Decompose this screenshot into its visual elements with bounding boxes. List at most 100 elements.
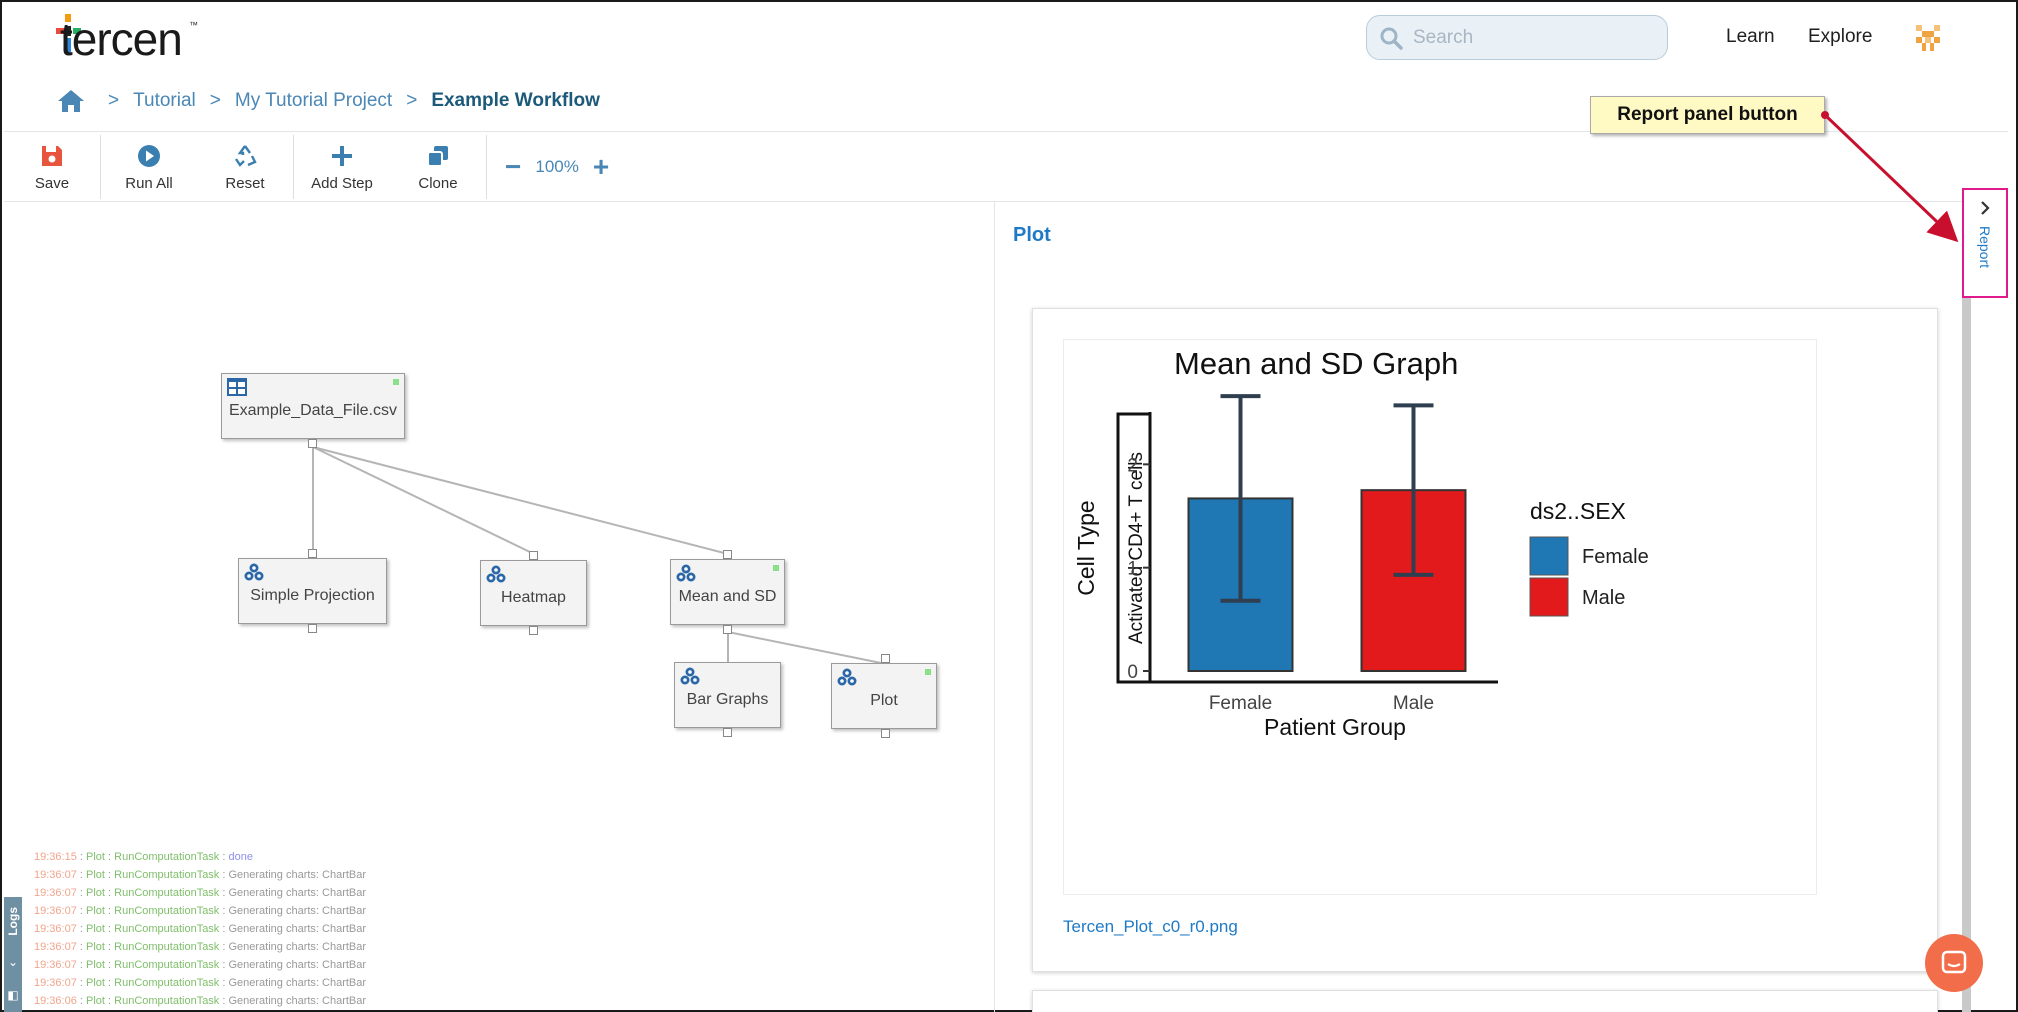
plot-file-link[interactable]: Tercen_Plot_c0_r0.png bbox=[1063, 917, 1238, 936]
log-field: Plot bbox=[86, 887, 105, 899]
breadcrumb-tutorial[interactable]: Tutorial bbox=[133, 90, 196, 111]
report-panel-title: Plot bbox=[1013, 224, 1051, 246]
log-field: 19:36:07 bbox=[34, 887, 77, 899]
log-line: 19:36:07 : Plot : RunComputationTask : G… bbox=[34, 956, 366, 974]
search-icon bbox=[1380, 27, 1403, 50]
search-box[interactable] bbox=[1366, 15, 1668, 60]
log-field: 19:36:15 bbox=[34, 851, 77, 863]
save-button[interactable]: Save bbox=[4, 133, 100, 201]
log-field: : bbox=[76, 923, 86, 935]
report-scrollbar[interactable] bbox=[1962, 220, 1971, 1012]
log-field: : bbox=[76, 869, 86, 881]
log-field: done bbox=[228, 851, 253, 863]
output-port[interactable] bbox=[308, 439, 317, 448]
log-line: 19:36:15 : Plot : RunComputationTask : d… bbox=[34, 848, 366, 866]
input-port[interactable] bbox=[529, 551, 538, 560]
log-line: 19:36:07 : Plot : RunComputationTask : G… bbox=[34, 920, 366, 938]
input-port[interactable] bbox=[308, 549, 317, 558]
save-icon bbox=[42, 146, 62, 166]
log-field: Plot bbox=[86, 851, 105, 863]
log-field: Generating charts: ChartBar bbox=[228, 959, 367, 971]
run-all-button[interactable]: Run All bbox=[101, 133, 197, 201]
tercen-logo[interactable]: tercen ™ bbox=[56, 13, 206, 65]
report-panel-button[interactable]: Report bbox=[1962, 188, 2008, 298]
log-field: Plot bbox=[86, 977, 105, 989]
pin-icon: ◧ bbox=[7, 988, 19, 1003]
chart-title: Mean and SD Graph bbox=[1174, 346, 1458, 381]
y-axis-label: Cell Type bbox=[1073, 500, 1099, 595]
log-field: RunComputationTask bbox=[114, 851, 220, 863]
logs-tab[interactable]: Logs ⌄ ◧ bbox=[4, 897, 22, 1012]
home-icon[interactable] bbox=[56, 88, 86, 114]
output-port[interactable] bbox=[881, 729, 890, 738]
log-field: 19:36:06 bbox=[34, 995, 77, 1007]
log-field: : bbox=[219, 977, 229, 989]
status-dot bbox=[925, 669, 931, 675]
node-simple-projection[interactable]: Simple Projection bbox=[238, 558, 387, 624]
log-field: : bbox=[219, 869, 229, 881]
node-data-file[interactable]: Example_Data_File.csv bbox=[221, 373, 405, 439]
operator-icon bbox=[486, 565, 506, 583]
nav-learn-link[interactable]: Learn bbox=[1726, 26, 1775, 47]
log-field: Generating charts: ChartBar bbox=[228, 977, 367, 989]
log-field: : bbox=[104, 923, 115, 935]
log-field: Generating charts: ChartBar bbox=[228, 995, 367, 1007]
log-field: RunComputationTask bbox=[114, 995, 220, 1007]
node-label: Simple Projection bbox=[250, 587, 375, 604]
output-port[interactable] bbox=[529, 626, 538, 635]
clone-button[interactable]: Clone bbox=[390, 133, 486, 201]
workflow-canvas[interactable]: Example_Data_File.csv Simple Projection … bbox=[2, 202, 992, 1002]
node-mean-and-sd[interactable]: Mean and SD bbox=[670, 559, 785, 625]
log-field: : bbox=[219, 851, 229, 863]
log-line: 19:36:07 : Plot : RunComputationTask : G… bbox=[34, 902, 366, 920]
log-field: RunComputationTask bbox=[114, 977, 220, 989]
nav-explore-link[interactable]: Explore bbox=[1808, 26, 1873, 47]
y-tick-label: 0 bbox=[1127, 662, 1138, 683]
add-step-label: Add Step bbox=[311, 175, 373, 192]
output-port[interactable] bbox=[723, 625, 732, 634]
link-line bbox=[727, 631, 887, 665]
log-field: : bbox=[104, 851, 115, 863]
user-avatar-icon[interactable] bbox=[1912, 21, 1944, 53]
reset-button[interactable]: Reset bbox=[197, 133, 293, 201]
clone-icon bbox=[427, 146, 448, 167]
log-field: 19:36:07 bbox=[34, 923, 77, 935]
node-plot[interactable]: Plot bbox=[831, 663, 937, 729]
save-label: Save bbox=[34, 175, 70, 192]
play-icon bbox=[138, 145, 160, 167]
zoom-out-button[interactable]: − bbox=[505, 151, 522, 182]
add-step-button[interactable]: Add Step bbox=[294, 133, 390, 201]
node-bar-graphs[interactable]: Bar Graphs bbox=[674, 662, 781, 728]
log-field: RunComputationTask bbox=[114, 869, 220, 881]
log-field: : bbox=[76, 851, 86, 863]
node-heatmap[interactable]: Heatmap bbox=[480, 560, 587, 626]
logs-tab-label: Logs bbox=[6, 906, 20, 936]
output-port[interactable] bbox=[723, 728, 732, 737]
search-input[interactable] bbox=[1413, 26, 1643, 49]
input-port[interactable] bbox=[881, 654, 890, 663]
annotation-callout: Report panel button bbox=[1590, 96, 1825, 134]
facet-strip bbox=[1116, 412, 1152, 684]
chat-button[interactable] bbox=[1925, 934, 1983, 992]
operator-icon bbox=[837, 668, 857, 686]
input-port[interactable] bbox=[723, 550, 732, 559]
log-field: : bbox=[104, 905, 115, 917]
node-label: Plot bbox=[870, 692, 898, 709]
log-list: 19:36:15 : Plot : RunComputationTask : d… bbox=[34, 848, 366, 1010]
legend-title: ds2..SEX bbox=[1530, 498, 1626, 524]
breadcrumb-project[interactable]: My Tutorial Project bbox=[234, 90, 393, 111]
log-field: RunComputationTask bbox=[114, 959, 220, 971]
log-field: Generating charts: ChartBar bbox=[228, 887, 367, 899]
log-field: Generating charts: ChartBar bbox=[228, 941, 367, 953]
log-field: Generating charts: ChartBar bbox=[228, 869, 367, 881]
clone-label: Clone bbox=[418, 175, 458, 192]
log-field: Plot bbox=[86, 941, 105, 953]
log-field: : bbox=[76, 959, 86, 971]
toolbar-divider-line bbox=[4, 201, 2008, 202]
panel-splitter[interactable] bbox=[994, 202, 995, 1012]
zoom-in-button[interactable]: + bbox=[592, 151, 610, 182]
node-label: Mean and SD bbox=[678, 588, 777, 605]
plot-image[interactable]: Mean and SD Graph Activated CD4+ T cells… bbox=[1063, 339, 1817, 895]
output-port[interactable] bbox=[308, 624, 317, 633]
